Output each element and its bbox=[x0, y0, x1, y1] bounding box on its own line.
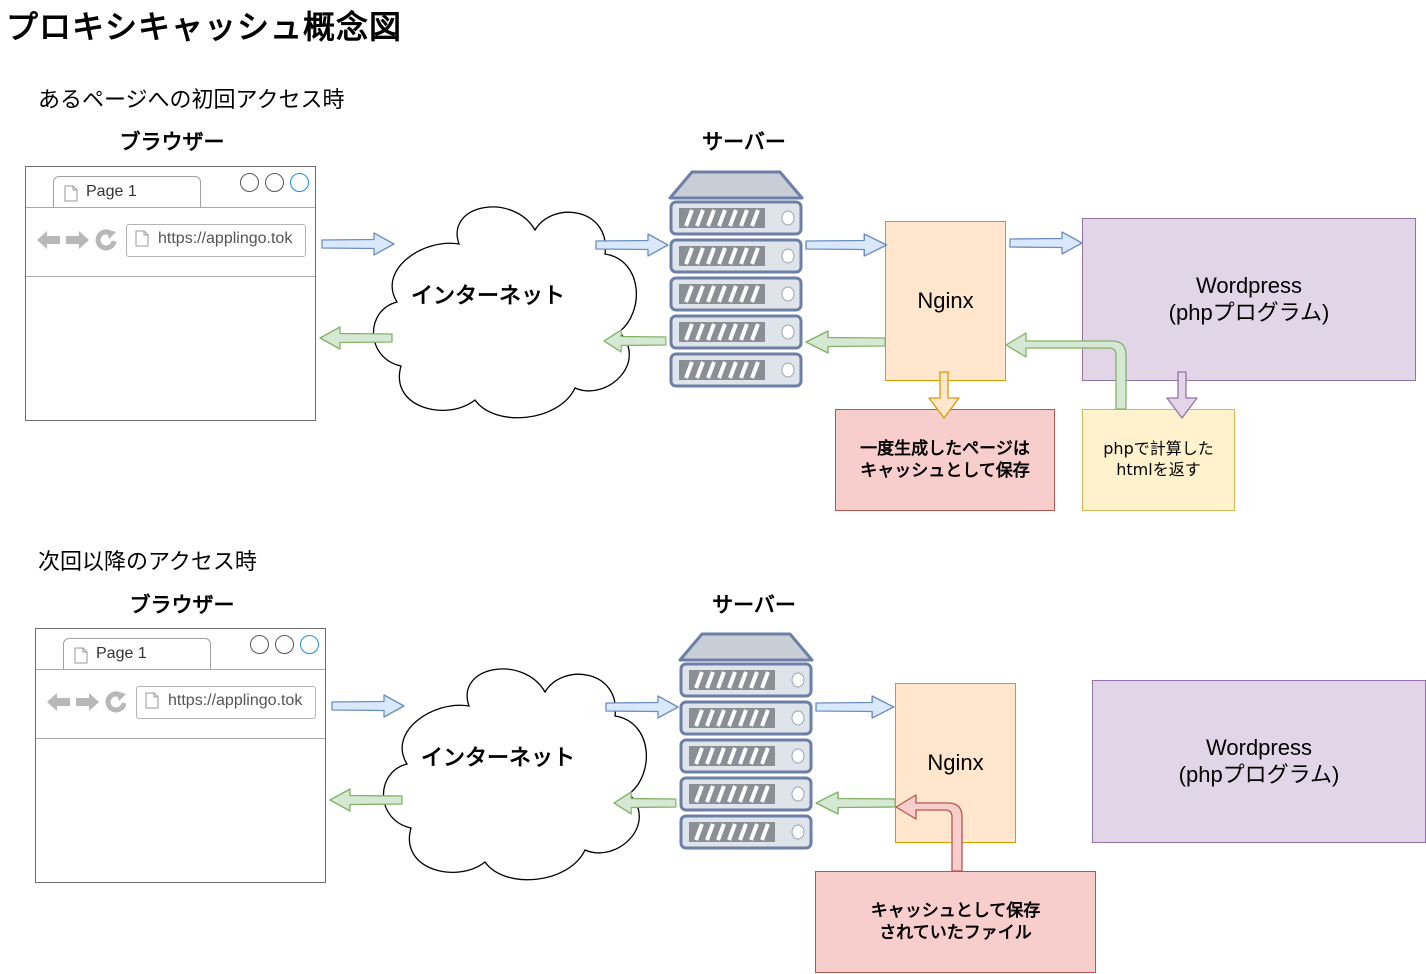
browser-tab-label: Page 1 bbox=[96, 645, 147, 662]
page-icon bbox=[135, 230, 149, 247]
cache-file-box: キャッシュとして保存 されていたファイル bbox=[815, 871, 1096, 973]
browser-heading-1: ブラウザー bbox=[119, 130, 225, 154]
address-bar[interactable]: https://applingo.tok bbox=[126, 224, 306, 257]
request-arrow bbox=[815, 695, 895, 719]
section-1-label: あるページへの初回アクセス時 bbox=[38, 88, 345, 113]
php-note-box: phpで計算した htmlを返す bbox=[1082, 409, 1235, 511]
wordpress-sublabel: (phpプログラム) bbox=[1168, 299, 1330, 325]
back-arrow-icon[interactable] bbox=[37, 231, 60, 249]
cache-file-line: キャッシュとして保存 bbox=[870, 900, 1041, 921]
address-bar[interactable]: https://applingo.tok bbox=[136, 686, 316, 719]
toolbar-divider bbox=[26, 207, 315, 208]
forward-arrow-icon[interactable] bbox=[76, 693, 99, 711]
cache-file-line: されていたファイル bbox=[879, 923, 1032, 943]
wordpress-box-1: Wordpress (phpプログラム) bbox=[1082, 218, 1416, 381]
response-arrow bbox=[805, 330, 886, 354]
wordpress-sublabel: (phpプログラム) bbox=[1178, 761, 1340, 787]
browser-window-1: Page 1 https://applingo.tok bbox=[25, 166, 316, 421]
nginx-label: Nginx bbox=[917, 288, 974, 313]
cache-note-line: 一度生成したページは bbox=[860, 438, 1030, 459]
browser-heading-2: ブラウザー bbox=[129, 593, 235, 617]
section-2-label: 次回以降のアクセス時 bbox=[38, 550, 257, 575]
nav-buttons bbox=[47, 691, 126, 713]
request-arrow bbox=[321, 232, 395, 256]
nav-buttons bbox=[37, 229, 116, 251]
forward-arrow-icon[interactable] bbox=[66, 231, 89, 249]
server-rack-icon bbox=[680, 634, 812, 848]
window-button-icon[interactable] bbox=[250, 635, 269, 654]
page-icon bbox=[145, 692, 159, 709]
server-heading-1: サーバー bbox=[702, 130, 786, 154]
server-rack-icon bbox=[670, 172, 802, 386]
content-divider bbox=[26, 276, 315, 277]
php-note-line: htmlを返す bbox=[1116, 460, 1201, 479]
window-button-icon[interactable] bbox=[240, 173, 259, 192]
content-divider bbox=[36, 738, 325, 739]
reload-icon[interactable] bbox=[105, 691, 126, 713]
page-icon bbox=[64, 185, 78, 202]
reload-icon[interactable] bbox=[95, 229, 116, 251]
toolbar-divider bbox=[36, 669, 325, 670]
cache-arrow bbox=[895, 794, 963, 872]
nginx-box-1: Nginx bbox=[885, 221, 1006, 381]
window-button-icon[interactable] bbox=[290, 173, 309, 192]
window-button-icon[interactable] bbox=[300, 635, 319, 654]
nginx-label: Nginx bbox=[927, 750, 984, 775]
internet-cloud-2 bbox=[382, 668, 648, 881]
window-button-icon[interactable] bbox=[265, 173, 284, 192]
browser-tab-label: Page 1 bbox=[86, 183, 137, 200]
response-arrow bbox=[1005, 332, 1127, 410]
server-heading-2: サーバー bbox=[712, 593, 796, 617]
address-text: https://applingo.tok bbox=[158, 230, 293, 247]
window-button-icon[interactable] bbox=[275, 635, 294, 654]
diagram-title: プロキシキャッシュ概念図 bbox=[6, 8, 403, 46]
cloud-label-2: インターネット bbox=[420, 746, 575, 771]
browser-window-2: Page 1 https://applingo.tok bbox=[35, 628, 326, 883]
request-arrow bbox=[1009, 231, 1083, 255]
browser-tab-2[interactable]: Page 1 bbox=[63, 638, 211, 670]
cloud-label-1: インターネット bbox=[410, 284, 565, 309]
request-arrow bbox=[605, 695, 679, 719]
response-arrow bbox=[815, 791, 896, 815]
internet-cloud-1 bbox=[372, 206, 638, 419]
wordpress-label: Wordpress bbox=[1196, 273, 1302, 299]
request-arrow bbox=[805, 233, 888, 257]
back-arrow-icon[interactable] bbox=[47, 693, 70, 711]
cache-note-line: キャッシュとして保存 bbox=[860, 461, 1030, 481]
wordpress-box-2: Wordpress (phpプログラム) bbox=[1092, 680, 1426, 843]
page-icon bbox=[74, 647, 88, 664]
wordpress-label: Wordpress bbox=[1206, 735, 1312, 761]
browser-tab-1[interactable]: Page 1 bbox=[53, 176, 201, 208]
request-arrow bbox=[331, 694, 405, 718]
down-arrow bbox=[1166, 371, 1198, 419]
address-text: https://applingo.tok bbox=[168, 692, 303, 709]
down-arrow bbox=[928, 371, 960, 419]
request-arrow bbox=[595, 233, 669, 257]
php-note-line: phpで計算した bbox=[1103, 439, 1214, 459]
